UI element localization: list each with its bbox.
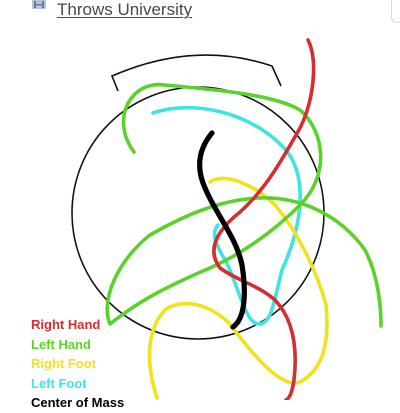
center-of-mass-path — [197, 130, 247, 330]
university-crest-icon — [32, 0, 46, 9]
legend-item-left-foot: Left Foot — [31, 375, 87, 391]
legend: Right Hand Left Hand Right Foot Left Foo… — [31, 315, 124, 413]
legend-item-right-foot: Right Foot — [31, 356, 96, 371]
right-hand-path — [212, 38, 316, 400]
throwing-ring-cap — [110, 54, 282, 92]
left-hand-path — [105, 82, 383, 328]
left-foot-path — [151, 105, 302, 326]
header-bar: Throws University — [0, 0, 400, 23]
university-title-link[interactable]: Throws University — [57, 0, 193, 19]
right-foot-path — [147, 176, 329, 400]
header-corner — [391, 0, 400, 23]
legend-item-left-hand: Left Hand — [31, 336, 91, 352]
legend-item-center-of-mass: Center of Mass — [31, 395, 125, 410]
legend-item-right-hand: Right Hand — [31, 317, 101, 332]
throw-diagram — [71, 38, 383, 400]
